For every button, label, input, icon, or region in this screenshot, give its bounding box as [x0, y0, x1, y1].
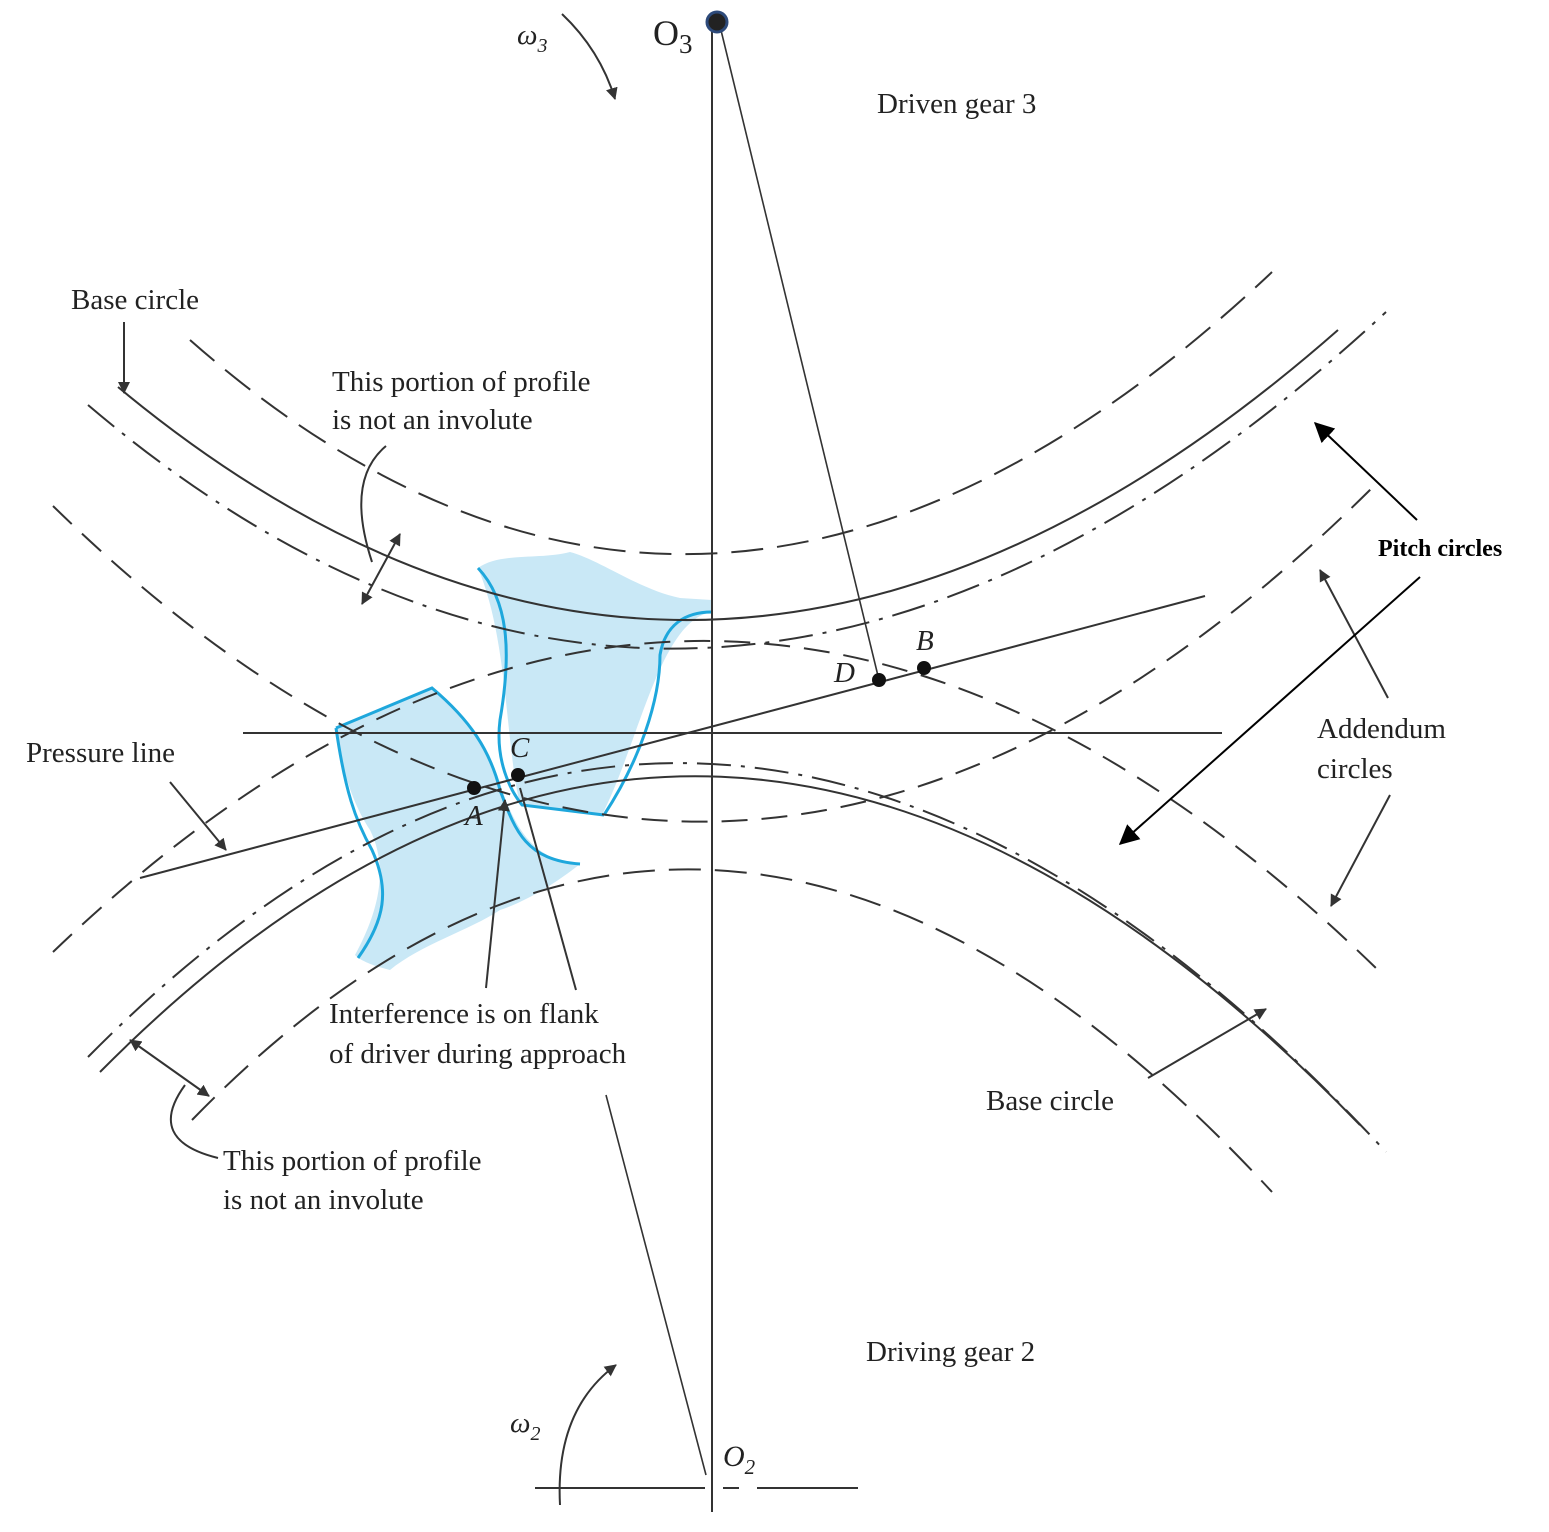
driven-gear-label: Driven gear 3	[877, 88, 1036, 120]
portion-bottom-label-1: This portion of profile	[223, 1145, 482, 1177]
interference-label-2: of driver during approach	[329, 1038, 627, 1070]
point-c-dot	[511, 768, 525, 782]
o3-to-d-radius	[718, 21, 880, 681]
addendum-label-1: Addendum	[1317, 713, 1446, 745]
interference-leader-b	[519, 787, 577, 991]
point-d-dot	[872, 673, 886, 687]
o2-to-c-radius	[605, 1094, 707, 1476]
point-d-label: D	[833, 657, 855, 689]
base-circle-top-label: Base circle	[71, 284, 199, 316]
point-a-dot	[467, 781, 481, 795]
addendum-label-2: circles	[1317, 753, 1393, 785]
base-circle-bottom-label: Base circle	[986, 1085, 1114, 1117]
point-b-label: B	[916, 625, 934, 657]
omega3-rotation-arrow	[561, 13, 618, 100]
gear2-dedendum-circle	[191, 868, 1273, 1193]
gear2-base-circle	[99, 775, 1361, 1126]
driven-tooth-right-profile	[602, 610, 713, 816]
portion-bottom-label-2: is not an involute	[223, 1184, 424, 1216]
gear3-dedendum-circle	[189, 271, 1273, 556]
gear3-pitch-circle	[87, 311, 1387, 650]
pressure-line	[139, 595, 1206, 879]
portion-top-dimension	[361, 533, 401, 605]
pressure-line-label: Pressure line	[26, 737, 175, 769]
omega3-label: ω3	[517, 19, 547, 57]
pitch-circles-label: Pitch circles	[1378, 536, 1502, 562]
omega2-label: ω2	[510, 1407, 540, 1445]
base-circle-bottom-leader	[1147, 1008, 1267, 1079]
portion-bottom-dimension	[129, 1039, 210, 1097]
portion-bottom-leader	[169, 1084, 219, 1159]
addendum-leader-upper	[1319, 569, 1389, 699]
gear3-addendum-circle	[52, 479, 1381, 823]
driving-gear-label: Driving gear 2	[866, 1336, 1035, 1368]
pressure-line-leader	[169, 781, 227, 851]
addendum-leader-lower	[1330, 794, 1391, 907]
portion-top-label-2: is not an involute	[332, 404, 533, 436]
driver-tooth-fill	[336, 688, 580, 970]
interference-leader-a	[485, 799, 510, 989]
o2-label: O2	[723, 1440, 756, 1479]
omega2-rotation-arrow	[558, 1364, 617, 1506]
driven-tooth-fill	[478, 552, 712, 815]
gear2-addendum-circle	[52, 639, 1381, 973]
o3-label: O3	[653, 13, 693, 59]
point-a-label: A	[463, 800, 483, 832]
point-b-dot	[917, 661, 931, 675]
pitch-circles-leader-upper	[1313, 422, 1418, 521]
interference-label-1: Interference is on flank	[329, 998, 599, 1030]
portion-top-label-1: This portion of profile	[332, 366, 591, 398]
driver-tooth-left-profile	[334, 727, 385, 959]
o3-center-marker	[705, 10, 729, 34]
driven-tooth-left-profile	[476, 566, 605, 817]
pitch-circles-leader-lower	[1118, 576, 1421, 845]
gear3-base-circle	[117, 329, 1339, 621]
gear2-pitch-circle	[87, 762, 1387, 1153]
point-c-label: C	[510, 732, 530, 764]
portion-top-leader	[360, 445, 387, 563]
